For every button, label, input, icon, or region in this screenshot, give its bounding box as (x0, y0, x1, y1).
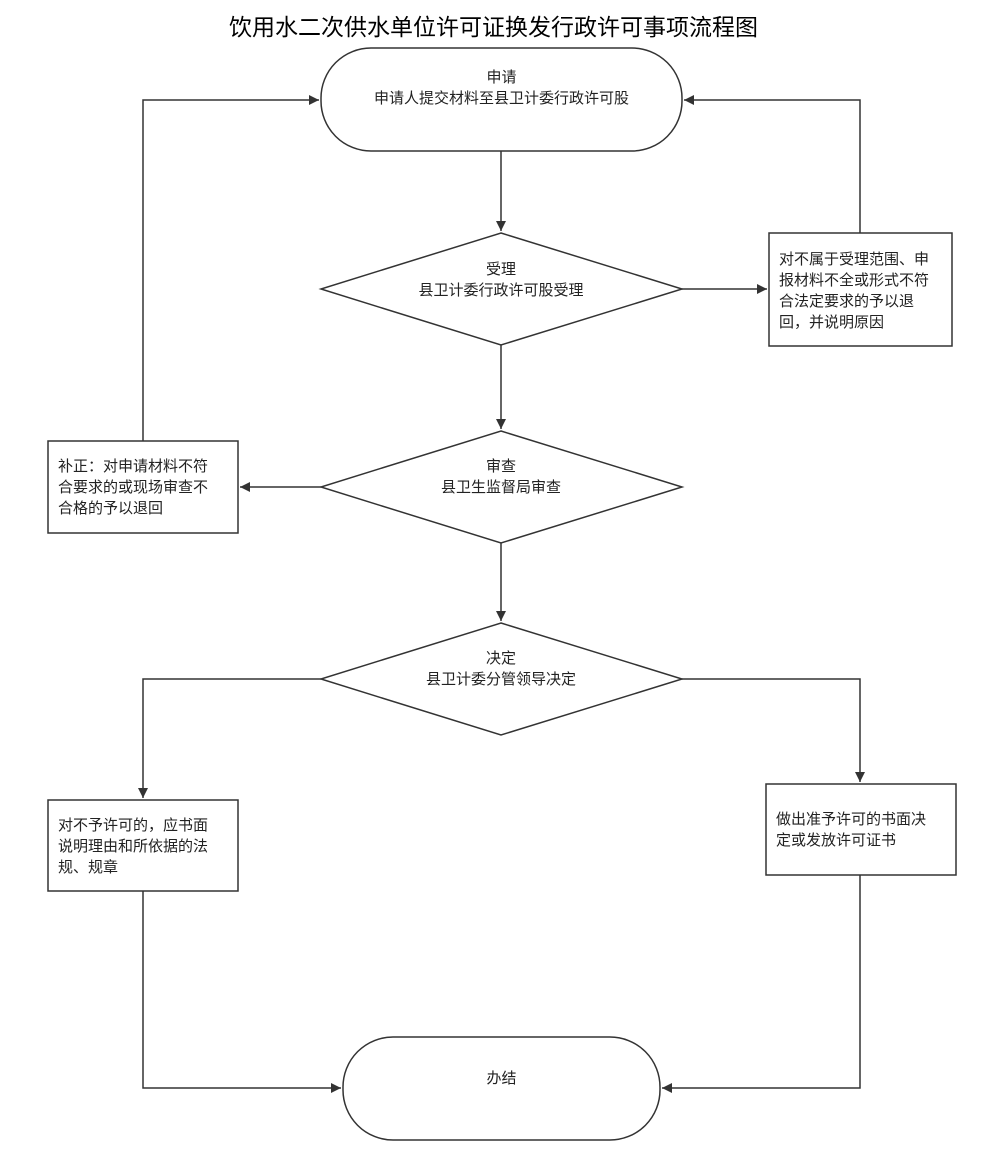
arrow-grant-to-finish (662, 875, 861, 1093)
finish-terminal (342, 1036, 661, 1141)
review-heading: 审查 (485, 457, 516, 475)
apply-heading: 申请 (486, 68, 517, 86)
finish-label: 办结 (343, 1068, 660, 1089)
deny-line: 说明理由和所依据的法 (58, 837, 209, 855)
arrow-decide-to-grant (682, 678, 865, 782)
decide-heading: 决定 (485, 649, 516, 667)
arrow-decide-to-deny (138, 678, 321, 798)
decide-text: 县卫计委分管领导决定 (425, 670, 576, 688)
grant-text: 做出准予许可的书面决 定或发放许可证书 (776, 809, 952, 851)
correction-text: 补正：对申请材料不符 合要求的或现场审查不 合格的予以退回 (58, 456, 234, 519)
grant-line: 做出准予许可的书面决 (776, 810, 927, 828)
accept-heading: 受理 (485, 260, 516, 278)
reject-accept-line: 对不属于受理范围、申 (779, 250, 930, 268)
reject-accept-line: 合法定要求的予以退 (779, 292, 915, 310)
review-label: 审查 县卫生监督局审查 (331, 456, 671, 498)
decide-label: 决定 县卫计委分管领导决定 (331, 648, 671, 690)
correction-line: 补正：对申请材料不符 (58, 457, 209, 475)
reject-accept-line: 回，并说明原因 (779, 313, 885, 331)
deny-line: 规、规章 (58, 858, 119, 876)
diagram-title: 饮用水二次供水单位许可证换发行政许可事项流程图 (229, 15, 758, 41)
grant-line: 定或发放许可证书 (776, 831, 897, 849)
review-text: 县卫生监督局审查 (440, 478, 561, 496)
deny-text: 对不予许可的，应书面 说明理由和所依据的法 规、规章 (58, 815, 234, 878)
reject-accept-text: 对不属于受理范围、申 报材料不全或形式不符 合法定要求的予以退 回，并说明原因 (779, 249, 947, 333)
correction-line: 合格的予以退回 (58, 499, 164, 517)
finish-text: 办结 (486, 1069, 517, 1087)
accept-label: 受理 县卫计委行政许可股受理 (331, 259, 671, 301)
correction-line: 合要求的或现场审查不 (58, 478, 209, 496)
arrow-reject-back-to-apply (684, 95, 861, 233)
correction-box (47, 440, 239, 534)
apply-label: 申请 申请人提交材料至县卫计委行政许可股 (321, 67, 682, 109)
decide-decision (318, 622, 685, 736)
arrow-correction-back-to-apply (142, 95, 319, 441)
reject-accept-line: 报材料不全或形式不符 (779, 271, 930, 289)
reject-accept-box (768, 232, 953, 347)
grant-box (765, 783, 957, 876)
accept-text: 县卫计委行政许可股受理 (418, 281, 584, 299)
arrow-deny-to-finish (142, 891, 341, 1093)
apply-text: 申请人提交材料至县卫计委行政许可股 (373, 89, 629, 107)
deny-line: 对不予许可的，应书面 (58, 816, 209, 834)
